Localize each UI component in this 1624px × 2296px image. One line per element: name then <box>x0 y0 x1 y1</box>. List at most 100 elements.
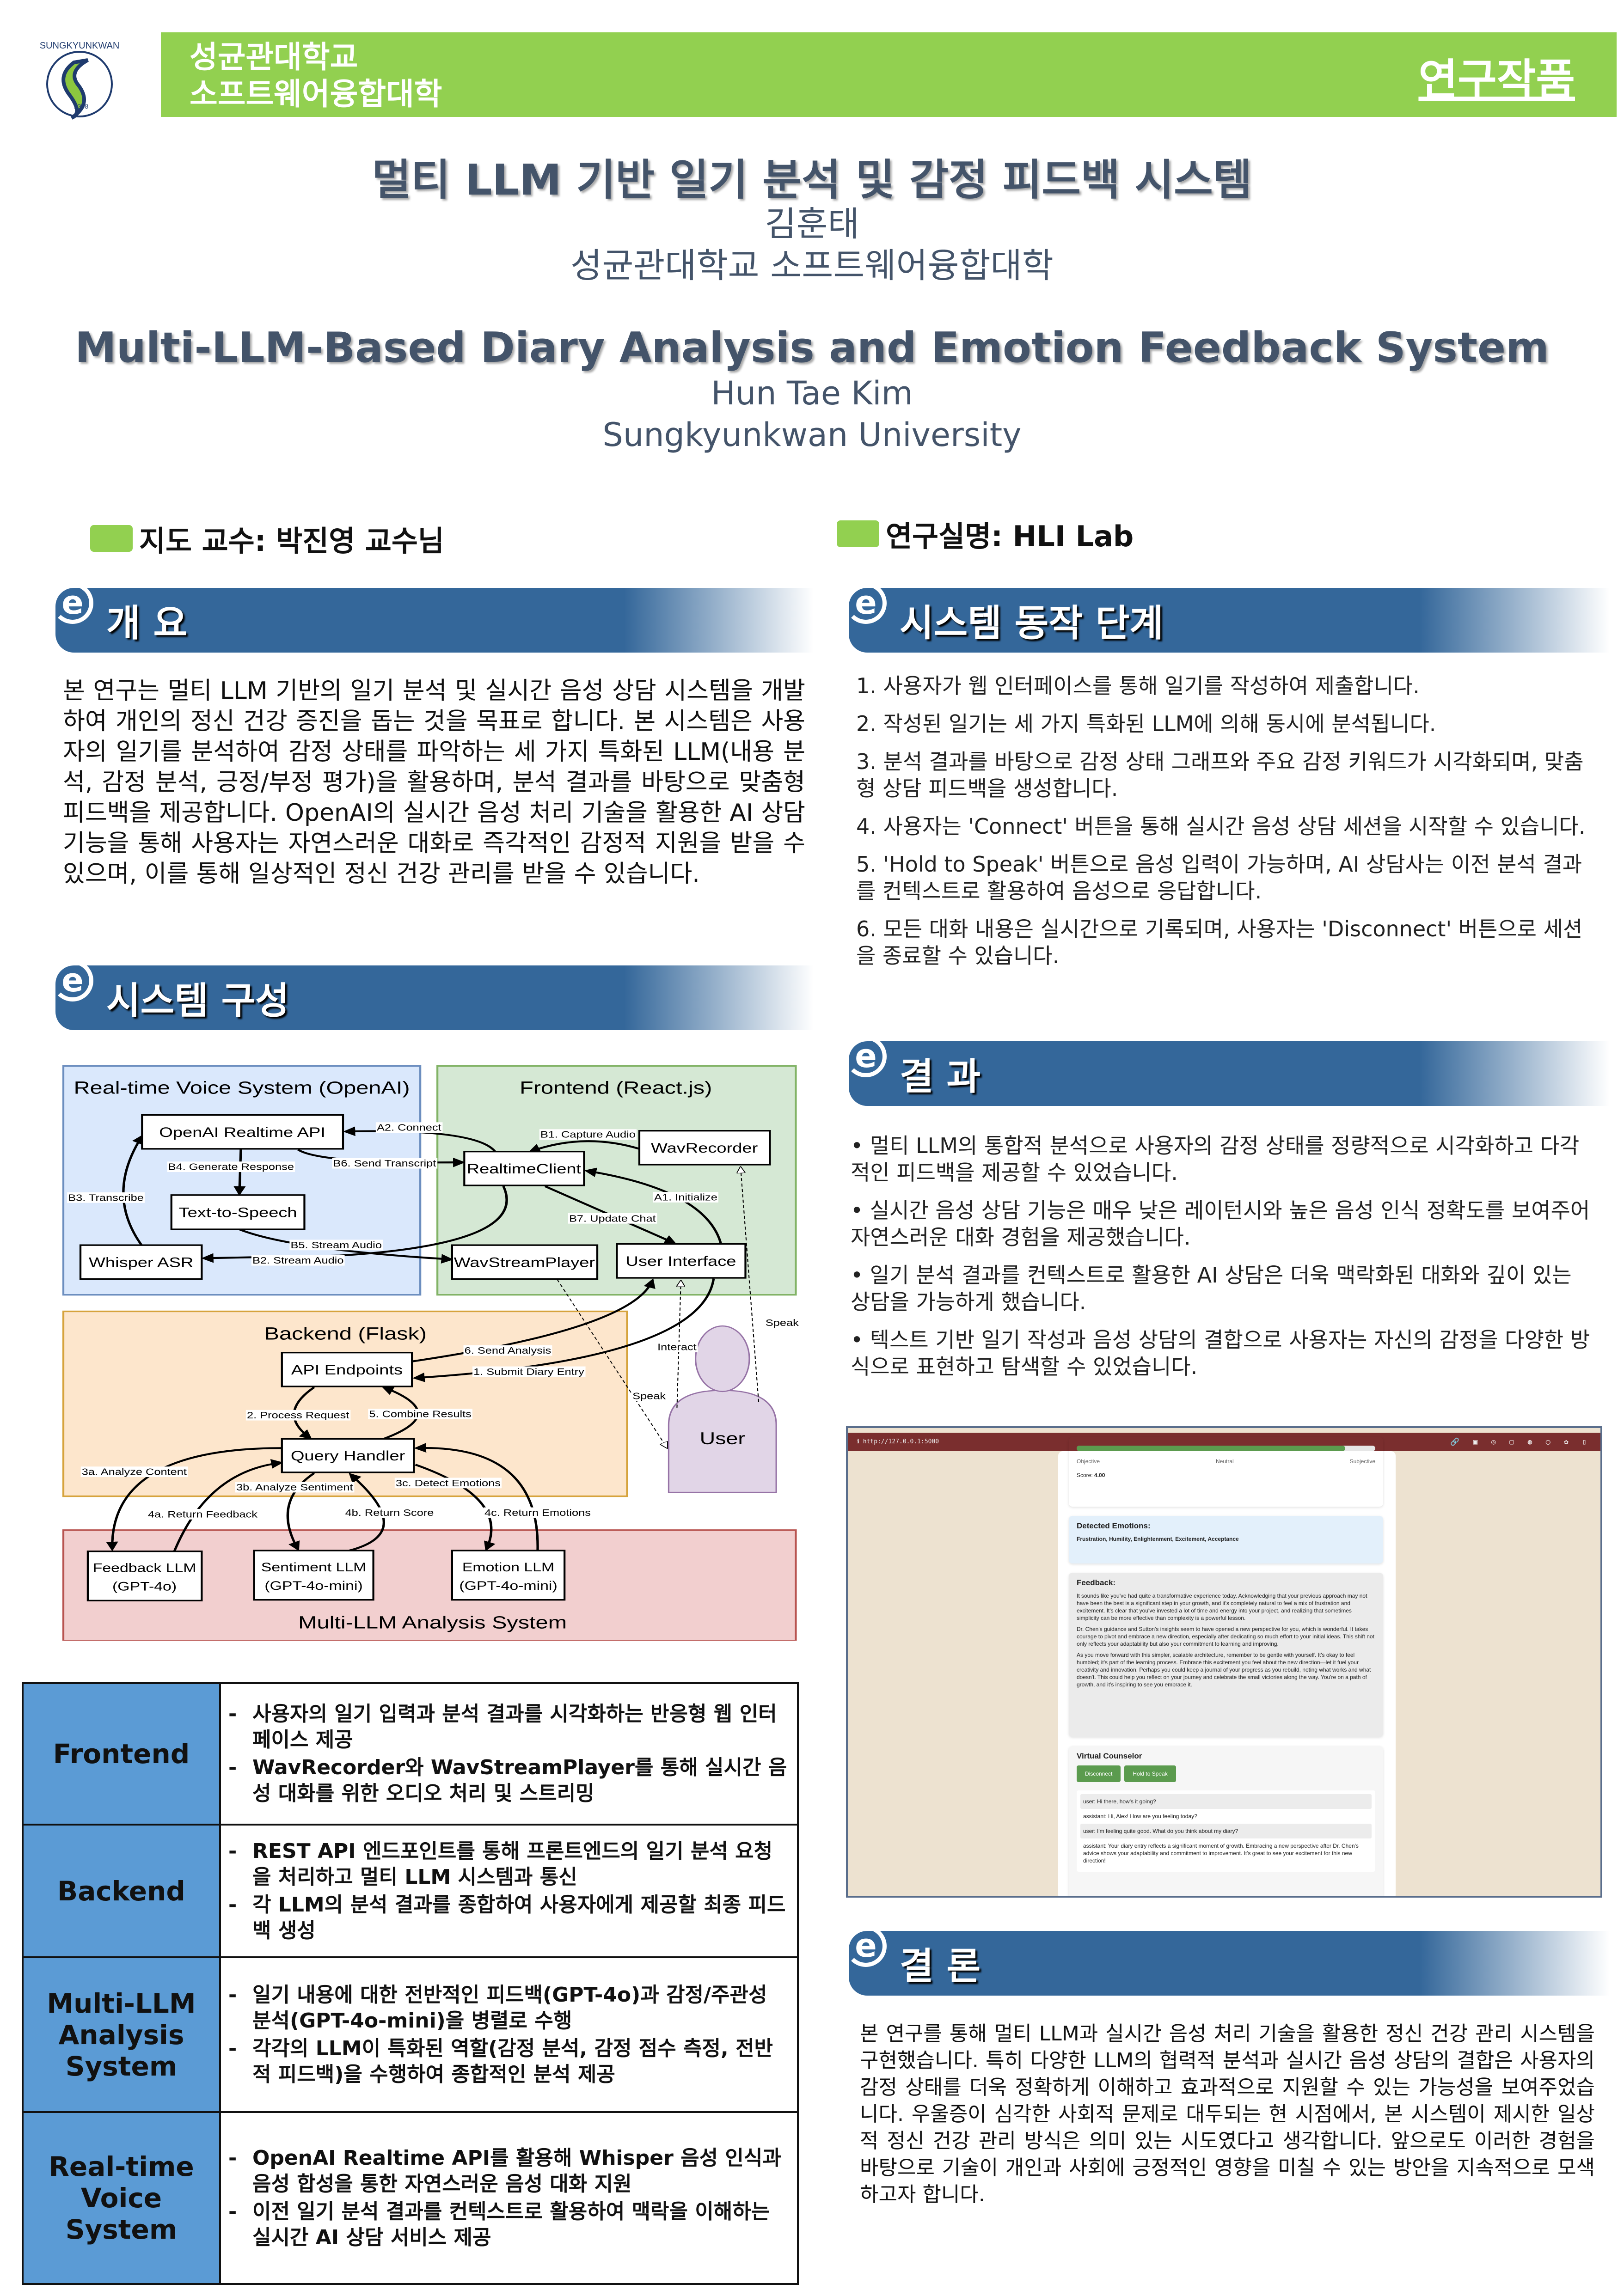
lab-info: 연구실명: HLI Lab <box>837 513 1134 555</box>
label: Feedback LLM <box>93 1561 196 1575</box>
nodes <box>79 1114 771 1601</box>
affiliation-ko: 성균관대학교 소프트웨어융합대학 <box>570 246 1054 286</box>
table-row: Multi-LLM Analysis System-일기 내용에 대한 전반적인… <box>22 1956 799 2113</box>
node-feedback-llm <box>86 1551 203 1601</box>
dashed-edges <box>557 1167 760 1448</box>
result-item: • 멀티 LLM의 통합적 분석으로 사용자의 감정 상태를 정량적으로 시각화… <box>851 1133 1580 1185</box>
emotions-title: Detected Emotions: <box>1077 1521 1151 1530</box>
node-labels: OpenAI Realtime API Text-to-Speech Whisp… <box>89 1125 758 1594</box>
e-icon: e <box>52 960 93 1001</box>
scale-left: Objective <box>1077 1458 1100 1465</box>
bullet-square <box>90 525 133 552</box>
edge-label-bg <box>235 1482 355 1493</box>
step-item: 5. 'Hold to Speak' 버튼으로 음성 입력이 가능하며, AI … <box>856 852 1582 904</box>
university-logo: SUNGKYUNKWAN 1398 <box>28 35 132 134</box>
edge-label-bg <box>344 1507 435 1518</box>
dash-bullet: - <box>228 1702 237 1726</box>
group-voice-title: Real-time Voice System (OpenAI) <box>74 1078 410 1098</box>
chat-message: user: Hi there, how's it going? <box>1080 1794 1372 1809</box>
architecture-diagram: Real-time Voice System (OpenAI) Frontend… <box>46 1040 809 1642</box>
label: OpenAI Realtime API <box>159 1125 325 1140</box>
info-icon: ℹ <box>857 1438 863 1445</box>
row-item: -OpenAI Realtime API를 활용해 Whisper 음성 인식과… <box>228 2145 788 2197</box>
edge-label-bg <box>394 1478 502 1489</box>
table-row: Backend-REST API 엔드포인트를 통해 프론트엔드의 일기 분석 … <box>22 1824 799 1958</box>
edge-label: A1. Initialize <box>654 1192 717 1203</box>
dash-bullet: - <box>228 2200 237 2223</box>
steps-list: 1. 사용자가 웹 인터페이스를 통해 일기를 작성하여 제출합니다.2. 작성… <box>856 672 1596 980</box>
score: Score: 4.00 <box>1077 1472 1375 1479</box>
score-value: 4.00 <box>1094 1472 1105 1478</box>
edge-label: B3. Transcribe <box>68 1192 144 1203</box>
edge-labels: A2. Connect B1. Capture Audio B6. Send T… <box>67 1122 800 1520</box>
section-title: 시스템 동작 단계 <box>900 602 1164 645</box>
author-ko: 김훈태 <box>765 204 859 244</box>
edge-label-bg <box>463 1345 552 1356</box>
category-tag: 연구작품 <box>1418 55 1575 104</box>
section-title: 시스템 구성 <box>106 979 289 1022</box>
edge-label: 4b. Return Score <box>345 1508 434 1518</box>
edge-b1 <box>528 1140 640 1153</box>
edge-label-bg <box>245 1410 351 1421</box>
edge-4c <box>414 1443 539 1551</box>
label: API Endpoints <box>291 1362 403 1378</box>
hold-to-speak-button[interactable]: Hold to Speak <box>1124 1765 1176 1782</box>
edge-label-bg <box>653 1192 718 1203</box>
node-ui <box>616 1243 747 1279</box>
edge-b2 <box>201 1185 508 1263</box>
scale-mid: Neutral <box>1215 1458 1234 1465</box>
label: (GPT-4o-mini) <box>264 1579 362 1593</box>
result-item: • 실시간 음성 상담 기능은 매우 낮은 레이턴시와 높은 음성 인식 정확도… <box>851 1198 1590 1250</box>
label: RealtimeClient <box>467 1161 582 1177</box>
component-table: Frontend-사용자의 일기 입력과 분석 결과를 시각화하는 반응형 웹 … <box>22 1682 799 2285</box>
edge-label-bg <box>472 1366 586 1377</box>
row-item: -REST API 엔드포인트를 통해 프론트엔드의 일기 분석 요청을 처리하… <box>228 1838 788 1890</box>
edge-label: 1. Submit Diary Entry <box>473 1367 584 1377</box>
node-api <box>281 1352 413 1387</box>
label: (GPT-4o) <box>112 1580 177 1594</box>
edge-4b <box>349 1472 385 1551</box>
label: User Interface <box>625 1254 736 1269</box>
label: WavRecorder <box>651 1141 758 1156</box>
row-item-text: 각 LLM의 분석 결과를 종합하여 사용자에게 제공할 최종 피드백 생성 <box>252 1893 786 1942</box>
school-line2: 소프트웨어융합대학 <box>190 76 442 112</box>
edge-label-bg <box>251 1255 345 1266</box>
chat-message: user: I'm feeling quite good. What do yo… <box>1080 1824 1372 1838</box>
edge-label: 4a. Return Feedback <box>148 1509 258 1520</box>
row-item-text: 이전 일기 분석 결과를 컨텍스트로 활용하여 맥락을 이해하는 실시간 AI … <box>252 2200 770 2249</box>
edge-label: 6. Send Analysis <box>465 1345 552 1356</box>
section-title: 개 요 <box>106 602 188 645</box>
row-content: -사용자의 일기 입력과 분석 결과를 시각화하는 반응형 웹 인터페이스 제공… <box>219 1682 799 1826</box>
edge-label: 3b. Analyze Sentiment <box>236 1482 353 1493</box>
browser-toolbar-icons: 🔗 ▣ ◎ ▢ ◍ ◯ ✿ ▯ <box>1450 1437 1591 1446</box>
row-item: -각 LLM의 분석 결과를 종합하여 사용자에게 제공할 최종 피드백 생성 <box>228 1892 788 1944</box>
edge-label: B6. Send Transcript <box>333 1158 436 1169</box>
edge-label: 5. Combine Results <box>369 1409 471 1419</box>
feedback-title: Feedback: <box>1077 1578 1116 1587</box>
edge-label-bg <box>289 1240 383 1251</box>
conclusion-text: 본 연구를 통해 멀티 LLM과 실시간 음성 처리 기술을 활용한 정신 건강… <box>860 2022 1595 2206</box>
edge-label: 4c. Return Emotions <box>484 1508 591 1518</box>
result-item: • 텍스트 기반 일기 작성과 음성 상담의 결합으로 사용자는 자신의 감정을… <box>851 1327 1590 1379</box>
counselor-title: Virtual Counselor <box>1077 1752 1142 1760</box>
edge-speak-recorder <box>741 1167 760 1402</box>
label: Emotion LLM <box>462 1560 554 1574</box>
result-item: • 일기 분석 결과를 컨텍스트로 활용한 AI 상담은 더욱 맥락화된 대화와… <box>851 1263 1572 1314</box>
svg-text:SUNGKYUNKWAN: SUNGKYUNKWAN <box>40 41 120 51</box>
node-openai <box>141 1114 344 1150</box>
results-list: • 멀티 LLM의 통합적 분석으로 사용자의 감정 상태를 정량적으로 시각화… <box>851 1132 1596 1391</box>
row-item: -이전 일기 분석 결과를 컨텍스트로 활용하여 맥락을 이해하는 실시간 AI… <box>228 2199 788 2251</box>
edge-label: B7. Update Chat <box>569 1213 656 1224</box>
feedback-paragraph: Dr. Chen's guidance and Sutton's insight… <box>1077 1626 1374 1647</box>
disconnect-button[interactable]: Disconnect <box>1077 1765 1121 1782</box>
emotions-list: Frustration, Humility, Enlightenment, Ex… <box>1077 1536 1239 1542</box>
lab-text: 연구실명: HLI Lab <box>886 519 1134 553</box>
user-label: User <box>700 1429 745 1448</box>
row-item: -각각의 LLM이 특화된 역할(감정 분석, 감정 점수 측정, 전반적 피드… <box>228 2036 788 2088</box>
edge-label-bg <box>375 1122 443 1133</box>
row-header: Real-time Voice System <box>22 2111 221 2285</box>
